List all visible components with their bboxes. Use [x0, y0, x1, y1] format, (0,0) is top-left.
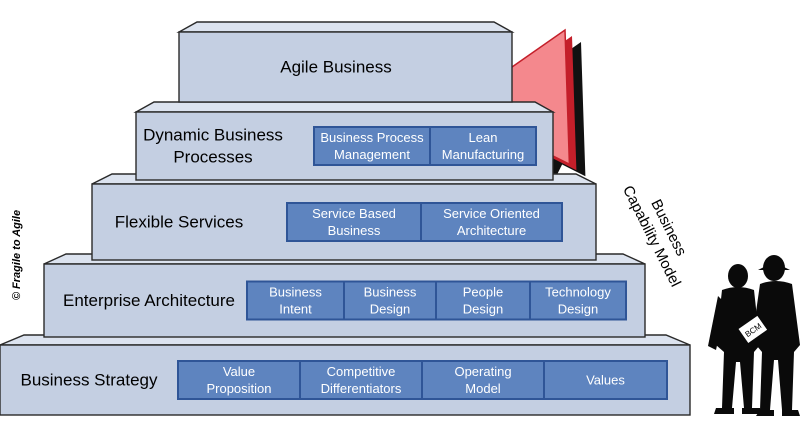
capability-box-fill: [543, 360, 668, 400]
person-right-silhouette: [752, 255, 800, 416]
level-label: Agile Business: [280, 58, 392, 77]
capability-box-fill: [429, 126, 537, 166]
capability-box-fill: [420, 202, 563, 242]
capability-box-fill: [246, 280, 345, 321]
capability-box-fill: [286, 202, 422, 242]
capability-box-fill: [529, 280, 627, 321]
level-label: Enterprise Architecture: [63, 291, 235, 310]
level-top-face: [176, 21, 515, 33]
capability-box-fill: [435, 280, 531, 321]
copyright-notice: © Fragile to Agile: [11, 210, 23, 300]
level-label: Business Strategy: [20, 371, 158, 390]
capability-box-label: Values: [586, 373, 625, 388]
level-label: Flexible Services: [115, 213, 244, 232]
capability-box-fill: [343, 280, 437, 321]
bcm-document: BCM: [737, 314, 769, 345]
level-top-face: [133, 101, 556, 113]
capability-box-fill: [299, 360, 423, 400]
person-left-silhouette: [708, 264, 762, 414]
capability-box: Values: [543, 360, 668, 400]
copyright-text: © Fragile to Agile: [11, 210, 23, 300]
capability-box-fill: [421, 360, 545, 400]
level-agile-business: Agile Business: [176, 21, 515, 103]
level-front-face: [178, 31, 513, 103]
capability-box-fill: [313, 126, 431, 166]
business-people-figures: BCM: [708, 255, 800, 416]
